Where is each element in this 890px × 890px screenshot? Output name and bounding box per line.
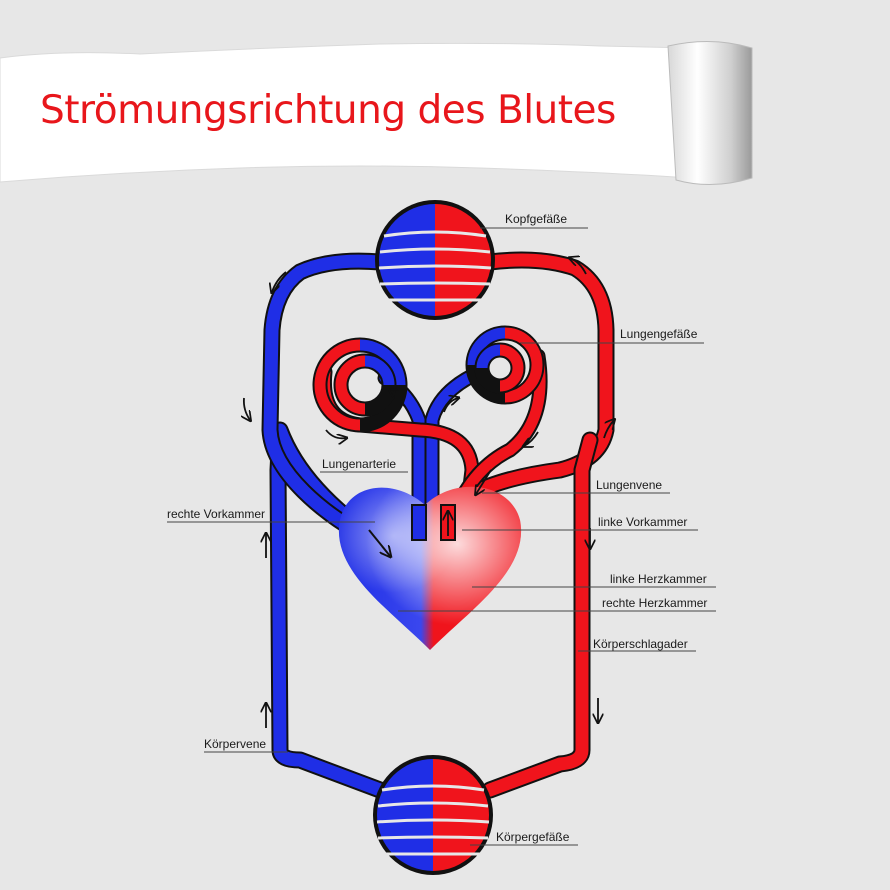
label-linke-vorkammer: linke Vorkammer <box>598 515 688 529</box>
label-koerpergefaesse: Körpergefäße <box>496 830 570 844</box>
left-lung-vessels <box>312 337 408 433</box>
label-lungenarterie: Lungenarterie <box>322 457 397 471</box>
leader-lines <box>167 227 716 846</box>
body-capillaries <box>373 755 493 875</box>
label-rechte-herzkammer: rechte Herzkammer <box>602 596 708 610</box>
label-rechte-vorkammer: rechte Vorkammer <box>167 507 266 521</box>
label-koerperschlagader: Körperschlagader <box>593 637 688 651</box>
label-kopfgefaesse: Kopfgefäße <box>505 212 568 226</box>
label-lungengefaesse: Lungengefäße <box>620 327 698 341</box>
head-capillaries <box>375 200 495 320</box>
heart <box>338 486 522 650</box>
paper-roll <box>667 41 753 186</box>
right-lung-vessels <box>465 325 545 405</box>
flow-arrows <box>244 258 614 728</box>
label-koerpervene: Körpervene <box>204 737 267 751</box>
label-lungenvene: Lungenvene <box>596 478 663 492</box>
title-banner <box>0 41 753 186</box>
label-linke-herzkammer: linke Herzkammer <box>610 572 707 586</box>
page-title: Strömungsrichtung des Blutes <box>40 88 616 133</box>
